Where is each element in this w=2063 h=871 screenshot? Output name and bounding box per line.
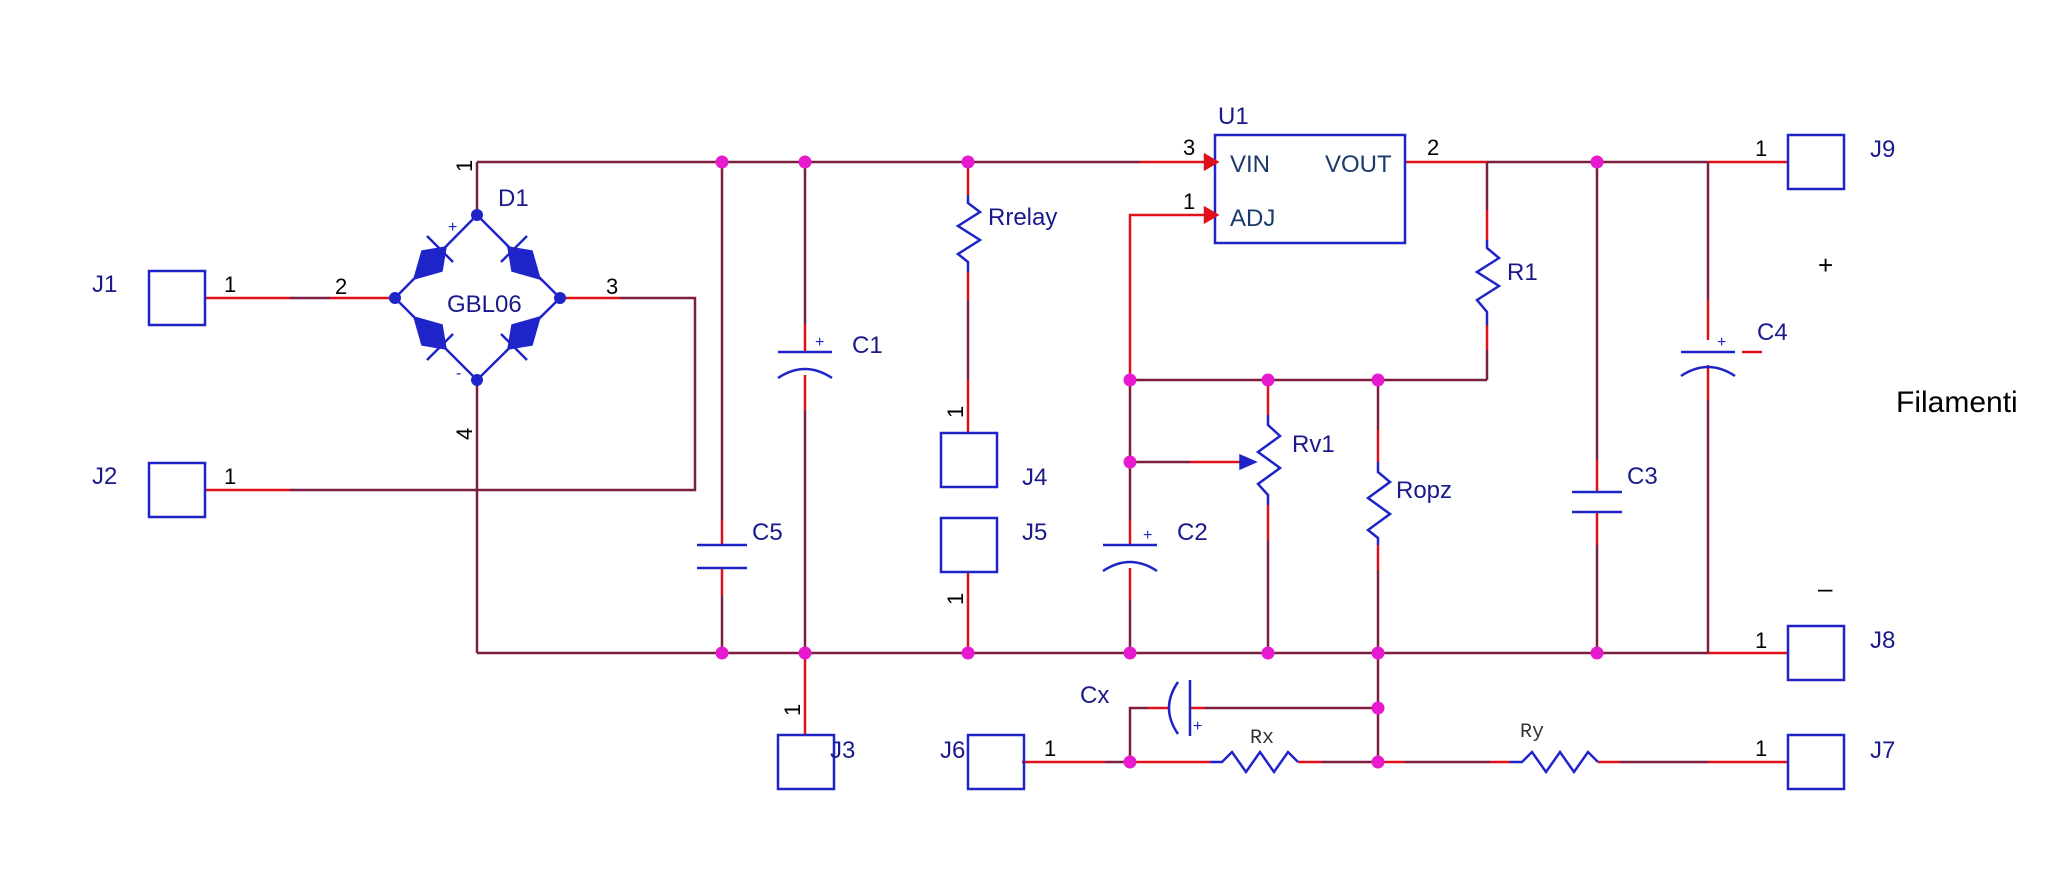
connector-j1-label: J1 [92,271,117,298]
resistor-ry-label: Ry [1520,721,1544,744]
j2-pin-number: 1 [224,464,236,489]
bridge-minus-mark: - [456,365,461,382]
connector-j5-label: J5 [1022,519,1047,546]
output-plus-sign: + [1818,250,1833,280]
output-label: Filamenti [1896,386,2018,419]
capacitor-cx [1167,680,1192,736]
j3-pin-number: 1 [780,704,805,716]
capacitor-c3-label: C3 [1627,463,1658,490]
bridge-pin3: 3 [606,274,618,299]
bridge-rectifier-d1 [389,209,566,386]
regulator-vout-pin: 2 [1427,135,1439,160]
potentiometer-wiper-icon [1239,453,1258,471]
resistor-ropz [1365,462,1393,545]
connector-j2-label: J2 [92,463,117,490]
j8-pin-number: 1 [1755,628,1767,653]
connector-j8-label: J8 [1870,627,1895,654]
regulator-u1-body [1213,133,1407,245]
connector-j6-pad [966,733,1026,791]
connector-j9-pad [1786,133,1846,191]
capacitor-c5-label: C5 [752,519,783,546]
regulator-adj-label: ADJ [1230,205,1275,232]
potentiometer-rv1 [1255,415,1283,505]
regulator-u1-label: U1 [1218,103,1249,130]
regulator-vin-pin: 3 [1183,135,1195,160]
resistor-ry [1510,749,1599,775]
connector-j1-pad [147,269,207,327]
resistor-rx [1210,749,1299,775]
capacitor-c4 [1680,350,1736,378]
regulator-vin-label: VIN [1230,151,1270,178]
connector-j3-pad [776,733,836,791]
resistor-rx-label: Rx [1250,727,1274,750]
capacitor-c1-label: C1 [852,332,883,359]
resistor-rrelay [955,195,983,272]
connector-j4-label: J4 [1022,464,1047,491]
capacitor-cx-label: Cx [1080,682,1109,709]
resistor-r1 [1474,240,1502,325]
connector-j2-pad [147,461,207,519]
connector-j4-pad [939,431,999,489]
resistor-r1-label: R1 [1507,259,1538,286]
wires [205,160,1788,764]
j7-pin-number: 1 [1755,736,1767,761]
resistor-rrelay-label: Rrelay [988,204,1057,231]
j5-pin-number: 1 [943,593,968,605]
bridge-pin2: 2 [335,274,347,299]
connector-j7-pad [1786,733,1846,791]
capacitor-c4-label: C4 [1757,319,1788,346]
bridge-plus-mark: + [448,219,457,236]
connector-j7-label: J7 [1870,737,1895,764]
j9-pin-number: 1 [1755,136,1767,161]
connector-j3-label: J3 [830,737,855,764]
regulator-adj-pin: 1 [1183,189,1195,214]
bridge-pin1: 1 [452,160,477,172]
capacitor-c3 [1572,490,1622,514]
capacitor-c5 [697,543,747,570]
connector-j6-label: J6 [940,737,965,764]
connector-j8-pad [1786,624,1846,682]
capacitor-c4-plus: + [1717,334,1726,351]
connector-j5-pad [939,516,999,574]
junctions [715,155,1604,769]
d1-label: D1 [498,185,529,212]
capacitor-cx-plus: + [1193,718,1202,735]
capacitor-c2-plus: + [1143,527,1152,544]
potentiometer-rv1-label: Rv1 [1292,431,1335,458]
j1-pin-number: 1 [224,272,236,297]
bridge-pin4: 4 [452,428,477,440]
capacitor-c2 [1102,543,1158,573]
bridge-part-label: GBL06 [447,291,522,318]
regulator-vout-label: VOUT [1325,151,1392,178]
j4-pin-number: 1 [943,406,968,418]
j6-pin-number: 1 [1044,736,1056,761]
capacitor-c2-label: C2 [1177,519,1208,546]
capacitor-c1-plus: + [815,334,824,351]
capacitor-c1 [777,350,833,380]
connector-j9-label: J9 [1870,136,1895,163]
output-minus-sign: – [1818,573,1833,603]
resistor-ropz-label: Ropz [1396,477,1452,504]
